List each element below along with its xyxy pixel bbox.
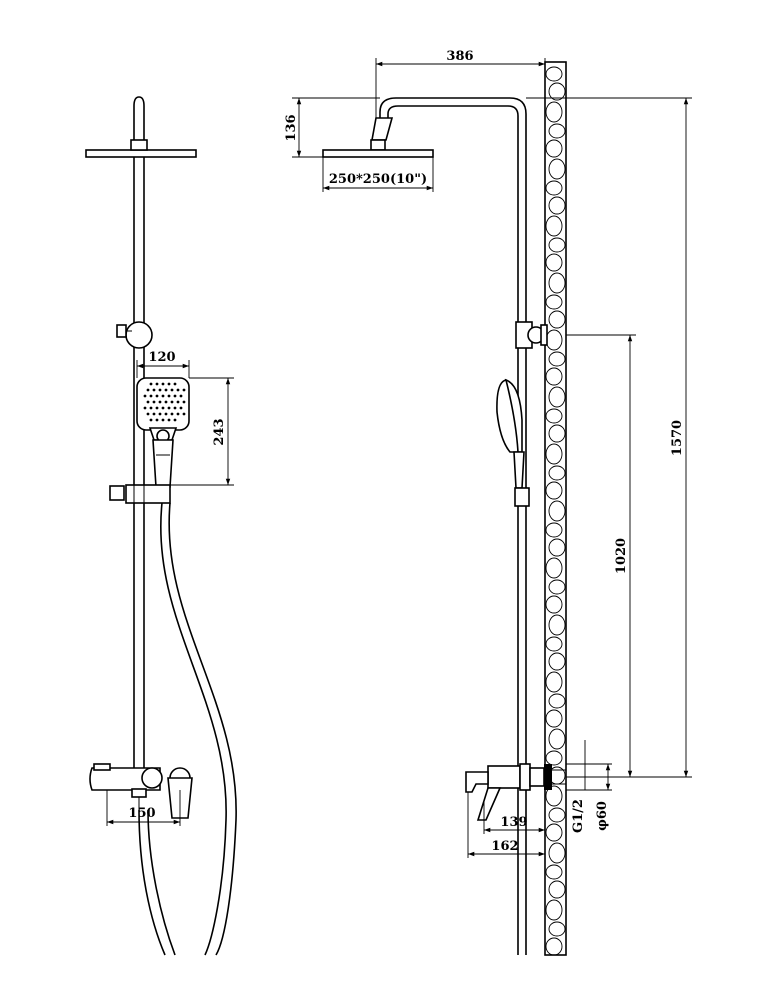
side-ball-joint	[371, 117, 394, 141]
front-slider-knob	[109, 485, 125, 501]
front-slider-bracket	[125, 484, 171, 504]
side-slider	[514, 487, 530, 507]
front-riser-top	[133, 96, 145, 140]
dim-spout-162: 162	[491, 839, 518, 854]
front-bracket-knob	[116, 324, 127, 338]
front-hose-lower	[138, 809, 166, 956]
dim-arm-length: 386	[446, 49, 473, 64]
front-hose-inner	[160, 502, 227, 956]
front-wall-bracket	[125, 321, 153, 349]
dim-mixer-spacing: 150	[128, 806, 155, 821]
front-shower-head	[85, 149, 197, 158]
front-hose-outer	[168, 502, 237, 956]
dim-handheld-height: 243	[212, 418, 227, 445]
side-mixer	[465, 763, 566, 821]
dim-handheld-width: 120	[148, 350, 175, 365]
dim-head-drop: 136	[284, 114, 299, 141]
front-head-connector	[130, 139, 148, 151]
dim-mixer-to-bracket: 1020	[614, 538, 629, 574]
side-shower-arm-outer	[379, 97, 527, 955]
dim-total-height: 1570	[670, 420, 685, 456]
side-view	[322, 61, 567, 956]
front-nozzle-pattern	[143, 382, 186, 422]
side-wall-flange	[544, 764, 552, 790]
side-hand-shower	[496, 378, 525, 489]
side-shower-arm-inner	[387, 105, 519, 955]
front-view	[85, 96, 237, 956]
dim-flange-diameter: φ60	[595, 801, 610, 831]
dim-thread: G1/2	[571, 799, 586, 833]
side-shower-head	[322, 149, 434, 158]
dimensions: 386 136 250*250(10") 1570 1020 120 243	[106, 49, 692, 858]
wall-hatching	[545, 66, 566, 956]
dim-spout-139: 139	[500, 815, 527, 830]
dim-head-size: 250*250(10")	[329, 172, 427, 187]
wall	[544, 61, 567, 956]
